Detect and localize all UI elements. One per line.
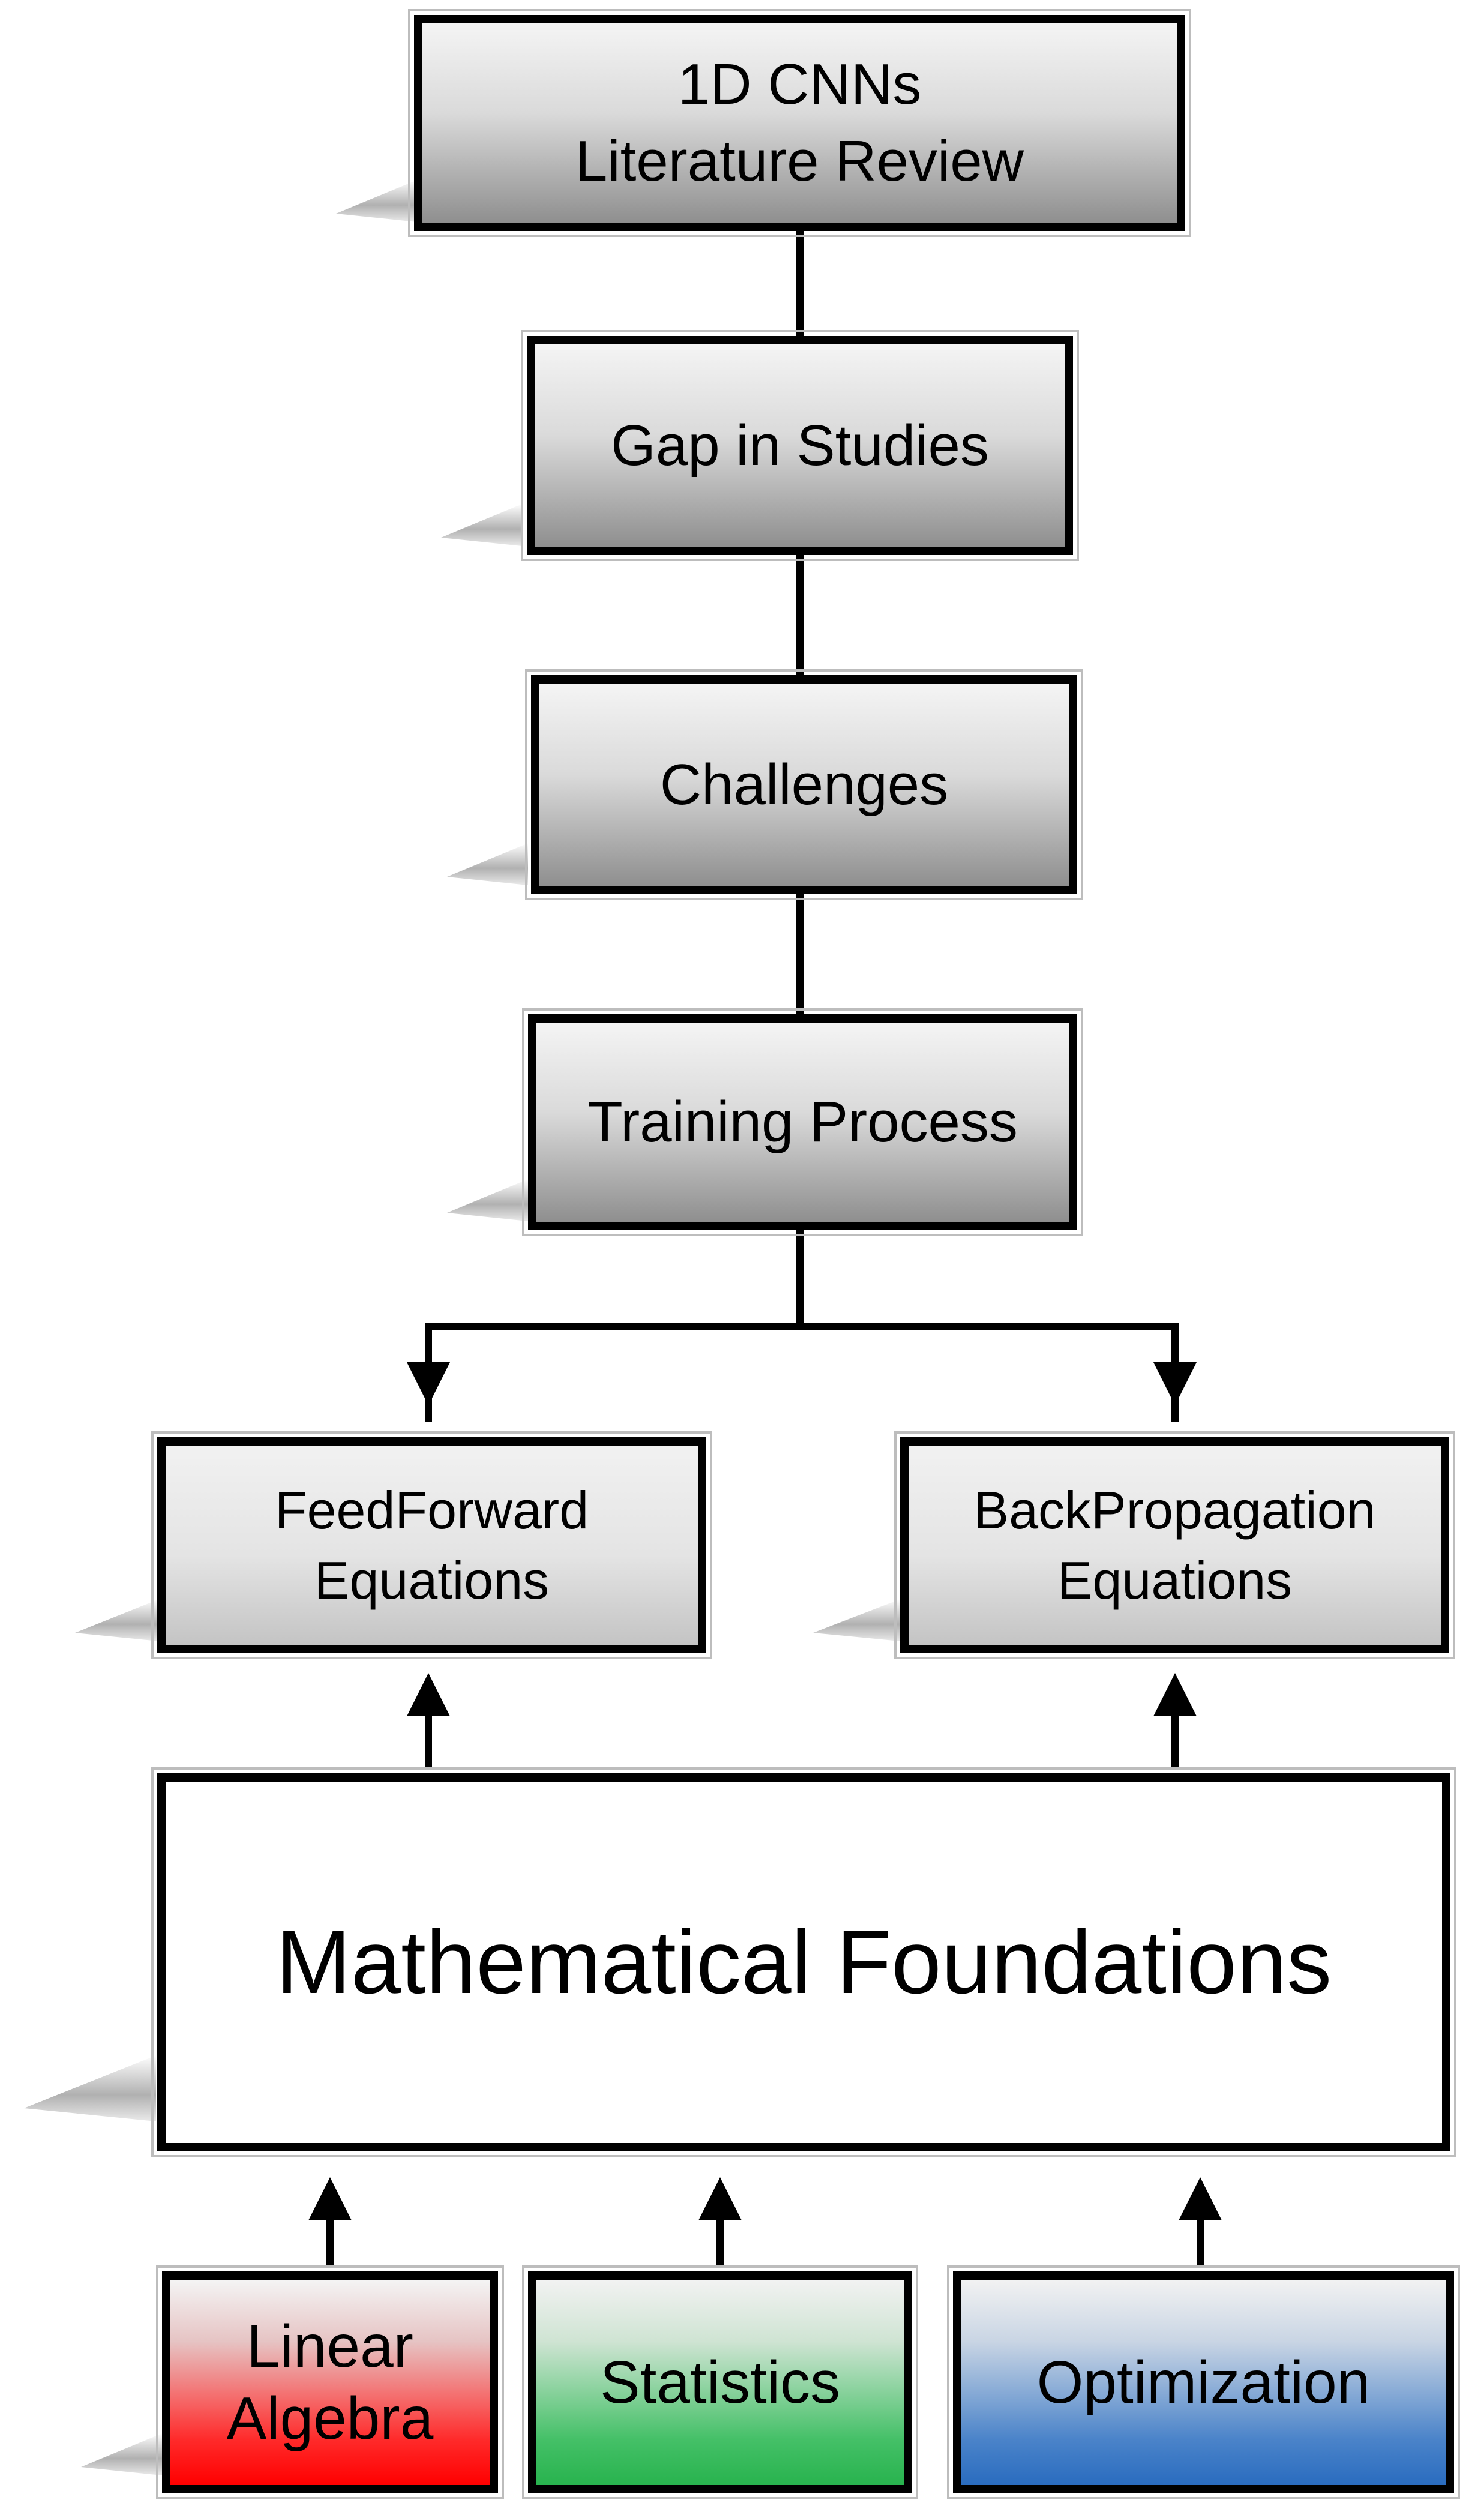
node-feedforward-equations-label: FeedForward Equations xyxy=(274,1480,589,1610)
node-optimization: Optimization xyxy=(947,2265,1460,2499)
node-feedforward-equations: FeedForward Equations xyxy=(151,1431,712,1659)
node-training-process: Training Process xyxy=(522,1008,1083,1236)
node-backpropagation-equations-label: BackPropagation Equations xyxy=(973,1480,1376,1610)
node-optimization-label: Optimization xyxy=(1036,2348,1371,2416)
node-challenges-label: Challenges xyxy=(659,752,949,817)
node-gap-in-studies-label: Gap in Studies xyxy=(611,413,989,478)
node-mathematical-foundations-label: Mathematical Foundations xyxy=(275,1911,1332,2013)
node-training-process-label: Training Process xyxy=(587,1090,1018,1155)
node-gap-in-studies: Gap in Studies xyxy=(521,330,1079,561)
node-statistics: Statistics xyxy=(522,2265,918,2499)
node-literature-review: 1D CNNs Literature Review xyxy=(408,9,1191,237)
node-linear-algebra: Linear Algebra xyxy=(156,2265,504,2499)
node-mathematical-foundations: Mathematical Foundations xyxy=(151,1767,1456,2157)
node-literature-review-label: 1D CNNs Literature Review xyxy=(575,52,1024,193)
node-backpropagation-equations: BackPropagation Equations xyxy=(894,1431,1455,1659)
node-linear-algebra-label: Linear Algebra xyxy=(226,2313,434,2452)
connector-split-horizontal xyxy=(425,1323,1179,1422)
node-challenges: Challenges xyxy=(525,669,1083,900)
node-statistics-label: Statistics xyxy=(599,2348,841,2416)
